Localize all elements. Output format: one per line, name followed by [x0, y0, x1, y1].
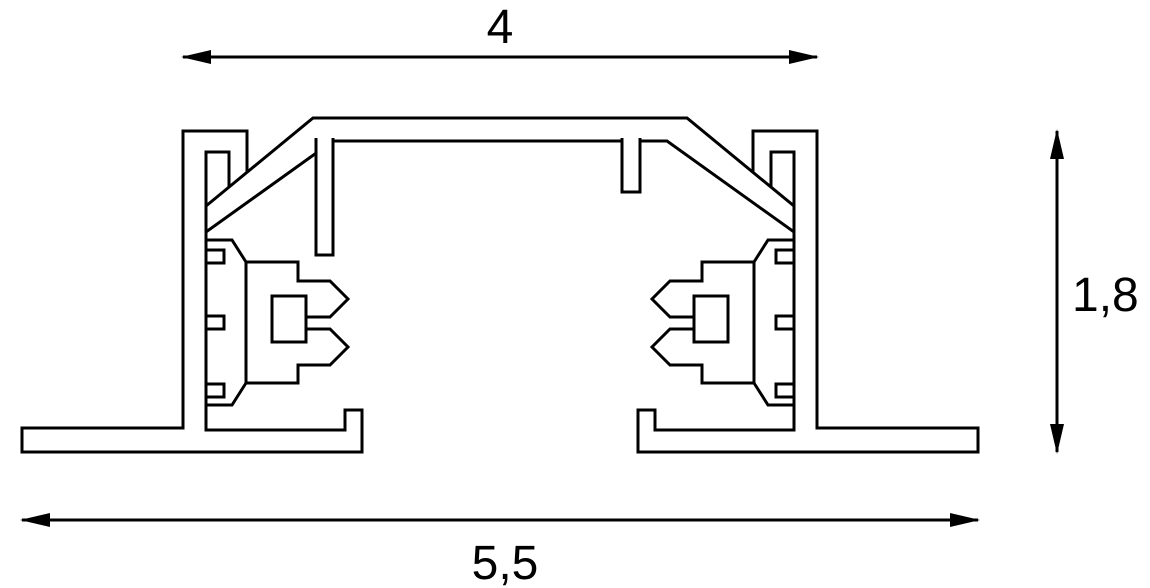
left-bracket-slot-bottom [204, 382, 226, 399]
top-cover-band [204, 116, 796, 235]
left-bracket-slot-middle [204, 314, 226, 331]
left-hanging-tab [314, 138, 335, 257]
left-conductor [270, 294, 308, 344]
left-bracket-slot-top [204, 248, 226, 265]
dimension-label-height: 1,8 [1072, 269, 1139, 322]
dimension-label-top-width: 4 [486, 1, 514, 54]
right-bracket-slot-bottom [774, 382, 796, 399]
right-wall-flange [636, 129, 980, 454]
left-wall-flange [20, 129, 364, 454]
right-bracket-slot-middle [774, 314, 796, 331]
right-hanging-tab [620, 138, 642, 194]
right-conductor [692, 294, 730, 344]
right-bracket-slot-top [774, 248, 796, 265]
dimension-label-bottom-width: 5,5 [471, 537, 539, 588]
